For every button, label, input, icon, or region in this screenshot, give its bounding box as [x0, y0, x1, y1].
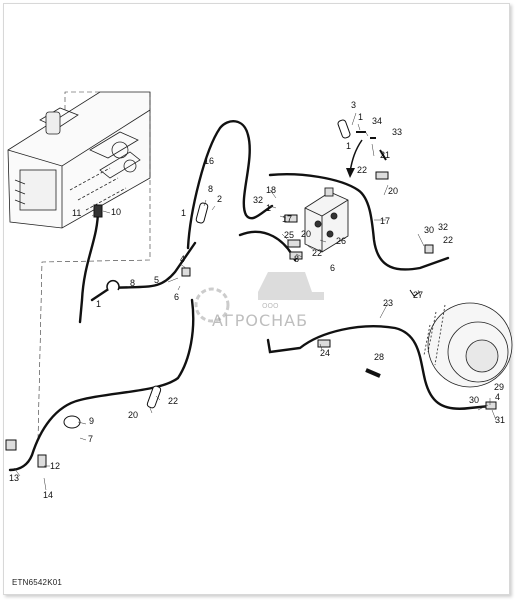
final-drive [423, 302, 513, 388]
callout-27: 27 [413, 290, 423, 300]
hose-17 [268, 173, 450, 271]
callout-32: 32 [438, 222, 448, 232]
callout-1-e: 6 [174, 292, 179, 302]
callout-11: 11 [72, 208, 81, 218]
callout-29: 29 [494, 382, 504, 392]
callout-3: 3 [351, 100, 356, 110]
callout-31: 32 [253, 195, 263, 205]
callout-18: 17 [282, 214, 292, 224]
callout-19: 18 [266, 185, 276, 195]
callout-8: 8 [208, 184, 213, 194]
callout-20: 20 [388, 186, 398, 196]
callout-31-c: 31 [495, 415, 505, 425]
callout-1-c: 1 [266, 203, 271, 213]
hose-23 [266, 325, 492, 410]
callout-8-b: 22 [168, 396, 178, 406]
callout-1-b: 1 [181, 208, 186, 218]
callout-17: 17 [380, 216, 390, 226]
fittings [5, 119, 497, 468]
callout-14: 14 [43, 490, 53, 500]
callout-22-b: 20 [301, 229, 311, 239]
engine-block [7, 91, 151, 229]
callout-30-b: 30 [469, 395, 479, 405]
callout-1-top: 1 [358, 112, 363, 122]
callout-6: 6 [330, 263, 335, 273]
callout-30: 30 [424, 225, 434, 235]
callout-1-f: 1 [96, 299, 101, 309]
callout-31-b: 22 [443, 235, 453, 245]
callout-4-b: 8 [130, 278, 135, 288]
callout-23: 23 [383, 298, 393, 308]
callout-1-d: 4 [495, 392, 500, 402]
callout-7: 7 [88, 434, 93, 444]
callout-labels: 3 1 34 33 1 21 22 20 16 8 2 1 18 32 1 17… [9, 100, 505, 500]
callout-leaders [13, 112, 497, 491]
callout-6-b: 20 [128, 410, 138, 420]
figure-code: ETN6542K01 [12, 578, 63, 587]
watermark: ООО АГРОСНАБ [194, 272, 324, 330]
callout-33: 33 [392, 127, 402, 137]
callout-13: 13 [9, 473, 19, 483]
callout-20-b: 8 [294, 254, 299, 264]
callout-21: 21 [380, 150, 390, 160]
hose-main-left [90, 241, 197, 302]
hose-lower-left [8, 298, 195, 472]
callout-4: 4 [180, 254, 185, 264]
callout-1-mid: 1 [346, 141, 351, 151]
control-valve [304, 187, 349, 253]
callout-25: 25 [284, 230, 294, 240]
callout-24: 24 [320, 348, 330, 358]
callout-16: 16 [204, 156, 214, 166]
callout-12: 12 [50, 461, 60, 471]
callout-28: 28 [374, 352, 384, 362]
callout-22-c: 22 [312, 248, 322, 258]
dashed-leaders [37, 91, 151, 441]
callout-34: 34 [372, 116, 382, 126]
watermark-company: АГРОСНАБ [212, 311, 308, 330]
arrowhead-icon [346, 168, 355, 178]
callout-9: 9 [89, 416, 94, 426]
callout-22: 22 [357, 165, 367, 175]
callout-2: 2 [217, 194, 222, 204]
watermark-prefix: ООО [262, 302, 279, 310]
callout-10: 10 [111, 207, 121, 217]
callout-26: 26 [336, 236, 346, 246]
hose-16 [78, 120, 274, 324]
callout-5: 5 [154, 275, 159, 285]
